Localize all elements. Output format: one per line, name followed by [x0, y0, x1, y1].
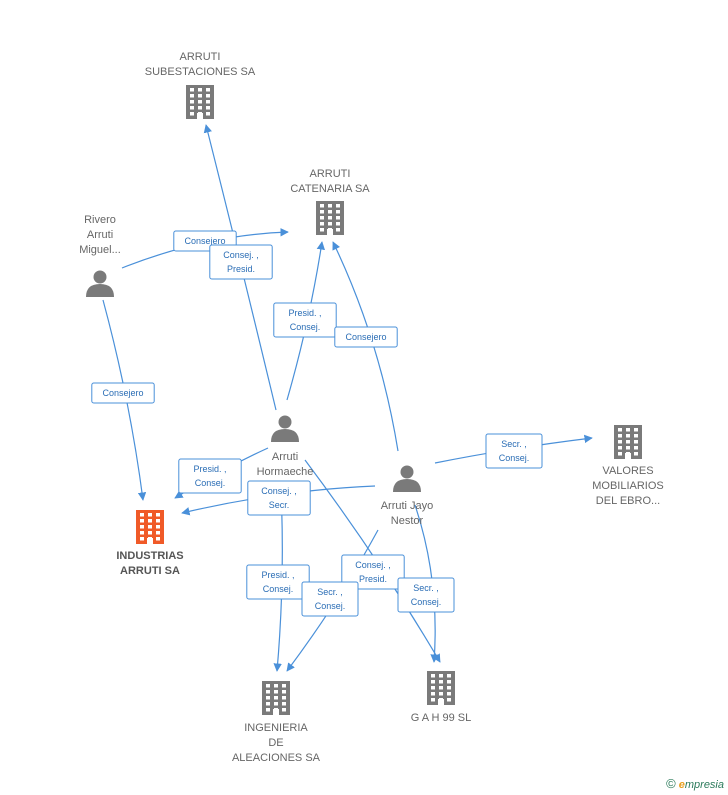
node-label-subestaciones: SUBESTACIONES SA: [145, 66, 256, 78]
node-label-subestaciones: ARRUTI: [180, 51, 221, 63]
edge-label-hormaeche-to-ingenieria[interactable]: Presid. , Consej.: [246, 564, 310, 600]
edge-label-text: Presid. ,: [261, 570, 294, 580]
nodes-layer: ARRUTI SUBESTACIONES SA ARRUTI CATENARIA SA…: [79, 51, 664, 764]
edge-label-rivero-to-industrias[interactable]: Consejero: [91, 382, 155, 404]
edge-label-hormaeche-to-gah[interactable]: Consej. , Presid.: [341, 554, 405, 590]
node-gah[interactable]: G A H 99 SL: [411, 671, 472, 724]
building-icon: [262, 681, 290, 715]
node-subestaciones[interactable]: ARRUTI SUBESTACIONES SA: [145, 51, 256, 119]
node-label-ingenieria: DE: [268, 737, 283, 749]
node-catenaria[interactable]: ARRUTI CATENARIA SA: [290, 168, 370, 235]
node-label-valores: DEL EBRO...: [596, 495, 660, 507]
node-label-ingenieria: INGENIERIA: [244, 722, 308, 734]
node-label-gah: G A H 99 SL: [411, 712, 472, 724]
node-label-jayo: Arruti Jayo: [381, 500, 434, 512]
node-label-rivero: Rivero: [84, 214, 116, 226]
edge-label-jayo-to-catenaria[interactable]: Consejero: [334, 326, 398, 348]
building-icon: [186, 85, 214, 119]
edge-label-text: Secr. ,: [501, 439, 527, 449]
person-icon: [271, 415, 299, 442]
edge-label-text: Presid.: [227, 264, 255, 274]
node-label-hormaeche: Arruti: [272, 451, 298, 463]
building-icon: [427, 671, 455, 705]
node-label-rivero: Arruti: [87, 229, 113, 241]
node-label-catenaria: ARRUTI: [310, 168, 351, 180]
edge-label-text: Presid. ,: [288, 308, 321, 318]
edge-label-jayo-to-industrias[interactable]: Consej. , Secr.: [247, 480, 311, 516]
person-icon: [86, 270, 114, 297]
edge-label-text: Presid.: [359, 574, 387, 584]
node-valores[interactable]: VALORES MOBILIARIOS DEL EBRO...: [592, 425, 664, 507]
edge-label-text: Consej.: [195, 478, 226, 488]
copyright-symbol: ©: [666, 776, 676, 791]
brand-footer[interactable]: ©empresia: [666, 776, 724, 791]
person-icon: [393, 465, 421, 492]
edge-label-text: Consejero: [184, 236, 225, 246]
edge-label-hormaeche-to-industrias[interactable]: Presid. , Consej.: [178, 458, 242, 494]
edge-label-text: Consejero: [102, 388, 143, 398]
node-label-industrias: INDUSTRIAS: [116, 550, 183, 562]
edge-label-jayo-to-valores[interactable]: Secr. , Consej.: [485, 433, 543, 469]
edge-label-text: Consejero: [345, 332, 386, 342]
node-label-ingenieria: ALEACIONES SA: [232, 752, 321, 764]
node-industrias[interactable]: INDUSTRIAS ARRUTI SA: [116, 510, 184, 577]
building-icon: [136, 510, 164, 544]
node-label-catenaria: CATENARIA SA: [290, 183, 370, 195]
node-rivero[interactable]: RiveroArrutiMiguel...: [79, 214, 121, 297]
edge-label-text: Secr. ,: [317, 587, 343, 597]
edge-label-text: Consej.: [411, 597, 442, 607]
edge-label-hormaeche-to-subestaciones[interactable]: Consej. , Presid.: [209, 244, 273, 280]
edge-label-text: Consej. ,: [223, 250, 259, 260]
node-label-valores: MOBILIARIOS: [592, 480, 664, 492]
edge-label-jayo-to-gah[interactable]: Secr. , Consej.: [397, 577, 455, 613]
edge-label-text: Consej. ,: [355, 560, 391, 570]
edge-label-hormaeche-to-catenaria[interactable]: Presid. , Consej.: [273, 302, 337, 338]
node-label-hormaeche: Hormaeche: [257, 466, 314, 478]
node-label-valores: VALORES: [602, 465, 653, 477]
edge-label-text: Consej.: [315, 601, 346, 611]
node-label-industrias: ARRUTI SA: [120, 565, 180, 577]
edge-label-text: Consej. ,: [261, 486, 297, 496]
edge-label-text: Secr.: [269, 500, 290, 510]
edge-label-text: Secr. ,: [413, 583, 439, 593]
brand-name: mpresia: [684, 779, 724, 791]
edge-label-text: Consej.: [499, 453, 530, 463]
building-icon: [614, 425, 642, 459]
node-label-jayo: Nestor: [391, 515, 424, 527]
brand-initial: e: [678, 779, 685, 791]
node-label-rivero: Miguel...: [79, 244, 121, 256]
edge-label-jayo-to-ingenieria[interactable]: Secr. , Consej.: [301, 581, 359, 617]
edge-label-text: Consej.: [263, 584, 294, 594]
edge-label-text: Presid. ,: [193, 464, 226, 474]
edge-label-text: Consej.: [290, 322, 321, 332]
building-icon: [316, 201, 344, 235]
node-ingenieria[interactable]: INGENIERIA DE ALEACIONES SA: [232, 681, 321, 764]
